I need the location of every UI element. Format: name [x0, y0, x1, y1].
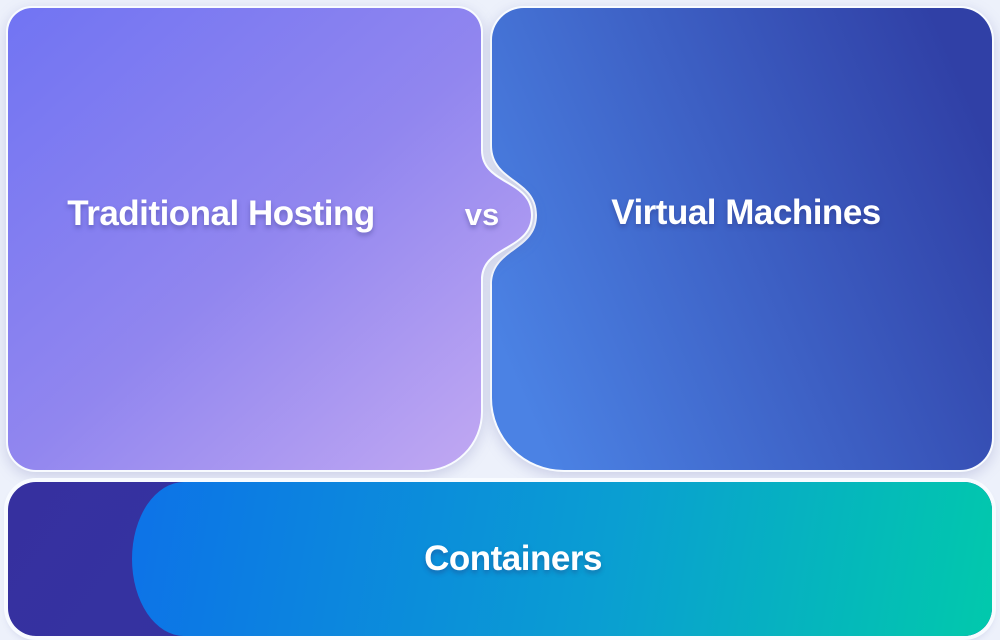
containers-pill — [132, 482, 992, 636]
traditional-hosting-label: Traditional Hosting — [67, 194, 375, 233]
vs-label: vs — [464, 197, 500, 232]
containers-label: Containers — [424, 539, 602, 578]
virtual-machines-card — [490, 6, 994, 472]
virtual-machines-label: Virtual Machines — [611, 193, 881, 232]
traditional-hosting-card — [6, 6, 533, 472]
containers-card — [8, 482, 992, 636]
